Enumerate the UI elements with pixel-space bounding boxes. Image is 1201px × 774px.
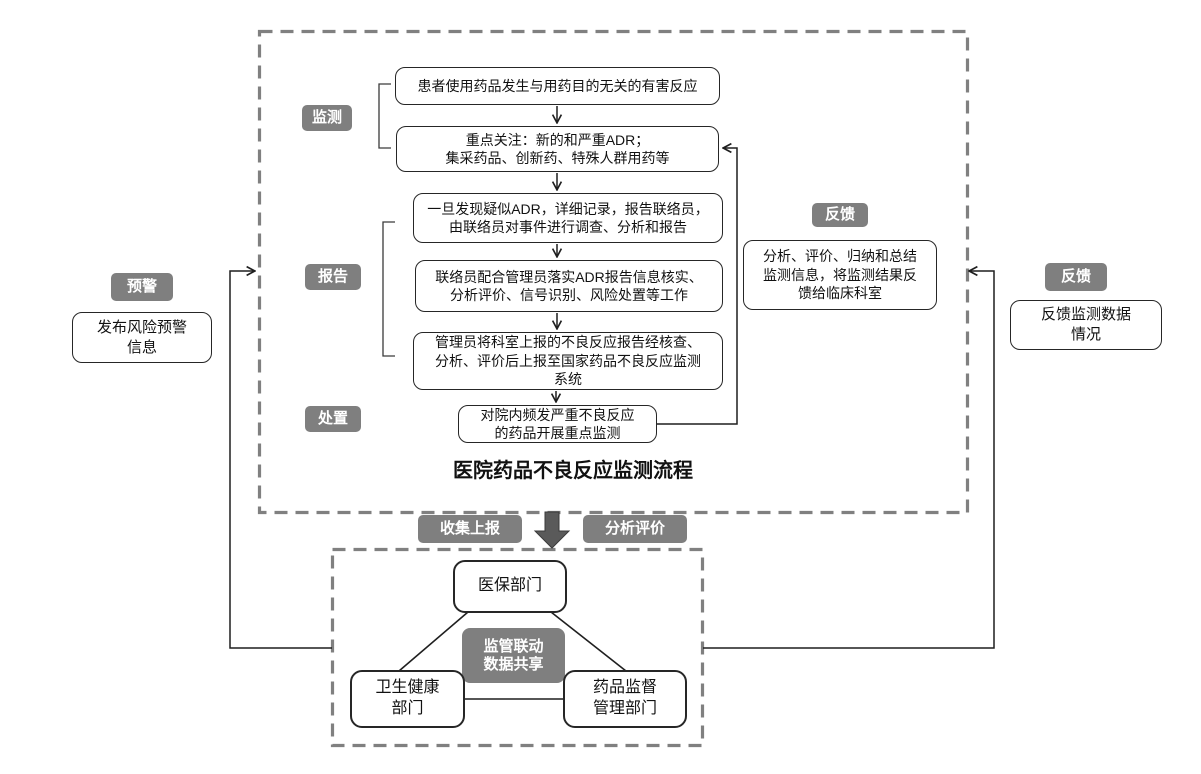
flow-box-liaison-verify: 联络员配合管理员落实ADR报告信息核实、 分析评价、信号识别、风险处置等工作 [415,260,723,312]
flow-box-suspected-adr: 一旦发现疑似ADR，详细记录，报告联络员， 由联络员对事件进行调查、分析和报告 [413,193,723,243]
warning-loop [229,271,332,649]
inner-feedback-box: 分析、评价、归纳和总结 监测信息，将监测结果反 馈给临床科室 [743,240,937,310]
warning-box: 发布风险预警 信息 [72,312,212,363]
hospital-process-dashed-frame [257,29,970,515]
flow-box-key-monitoring: 对院内频发严重不良反应 的药品开展重点监测 [458,405,657,443]
thick-down-arrow-icon [533,511,571,549]
right-feedback-box: 反馈监测数据 情况 [1010,300,1162,350]
stage-label-monitoring: 监测 [302,105,352,131]
flow-box-national-report: 管理员将科室上报的不良反应报告经核查、 分析、评价后上报至国家药品不良反应监测 … [413,332,723,390]
node-medical-insurance-dept: 医保部门 [453,560,567,613]
triangle-line-right [550,611,627,672]
flow-box-adverse-reaction: 患者使用药品发生与用药目的无关的有害反应 [395,67,720,105]
regulatory-linkage-label: 监管联动 数据共享 [462,628,565,683]
right-feedback-label: 反馈 [1045,263,1107,291]
warning-label: 预警 [111,273,173,301]
node-health-dept: 卫生健康 部门 [350,670,465,728]
regulators-dashed-frame [330,547,705,748]
internal-feedback-loop [657,148,738,425]
monitoring-bracket [378,83,391,149]
stage-label-report: 报告 [305,264,361,290]
inner-feedback-label: 反馈 [812,203,868,227]
feedback-loop [703,271,995,649]
report-bracket [382,221,395,357]
diagram-title: 医院药品不良反应监测流程 [453,459,693,482]
node-drug-admin-dept: 药品监督 管理部门 [563,670,687,728]
triangle-line-left [398,611,469,672]
collect-report-label: 收集上报 [418,515,522,543]
flow-box-key-focus: 重点关注：新的和严重ADR； 集采药品、创新药、特殊人群用药等 [396,126,719,172]
analyze-evaluate-label: 分析评价 [583,515,687,543]
stage-label-disposal: 处置 [305,406,361,432]
